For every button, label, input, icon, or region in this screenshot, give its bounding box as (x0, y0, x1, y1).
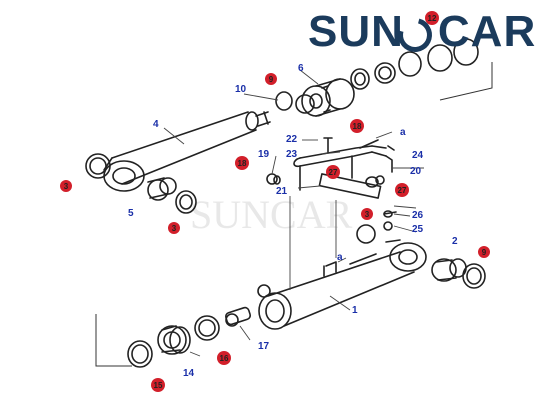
svg-text:18: 18 (353, 122, 362, 131)
label-5: 5 (128, 208, 134, 219)
label-23: 23 (286, 149, 298, 160)
logo-text-left: SUN (308, 7, 404, 56)
label-10: 10 (235, 84, 247, 95)
badge-3-left: 3 (60, 180, 72, 192)
label-24: 24 (412, 150, 424, 161)
svg-text:3: 3 (172, 224, 177, 233)
label-14: 14 (183, 368, 195, 379)
label-6: 6 (298, 63, 304, 74)
label-25: 25 (412, 224, 424, 235)
label-20: 20 (410, 166, 422, 177)
label-22: 22 (286, 134, 298, 145)
cylinder-head-part (224, 306, 252, 327)
label-a-bottom: a (337, 252, 343, 263)
ring-set-10 (275, 91, 315, 114)
label-26: 26 (412, 210, 424, 221)
rod-end-bushing (85, 153, 197, 214)
badge-9-right: 9 (478, 246, 490, 258)
label-19: 19 (258, 149, 270, 160)
leader-lines (163, 69, 424, 357)
badge-27-left: 27 (326, 165, 340, 179)
badge-27-right: 27 (395, 183, 409, 197)
part-number-labels: 4 5 6 10 22 23 19 21 24 20 26 25 2 1 17 … (128, 63, 458, 379)
badge-18-left: 18 (235, 156, 249, 170)
label-17: 17 (258, 341, 270, 352)
svg-text:9: 9 (482, 248, 487, 257)
label-2: 2 (452, 236, 458, 247)
brand-logo: SUN CAR (308, 10, 536, 54)
svg-text:15: 15 (154, 381, 163, 390)
seal-ring-group-top (350, 38, 479, 90)
gland-seal-set (127, 315, 220, 368)
svg-text:3: 3 (64, 182, 69, 191)
badge-15: 15 (151, 378, 165, 392)
seal-kit-badges: 3 3 3 9 9 12 15 16 18 18 27 27 (60, 11, 490, 392)
piping-assembly (266, 137, 395, 199)
svg-text:27: 27 (398, 186, 407, 195)
seal-ring-tube (356, 224, 376, 244)
svg-text:27: 27 (329, 168, 338, 177)
frame-line-top (439, 62, 493, 101)
badge-3-mid: 3 (168, 222, 180, 234)
badge-18-top: 18 (350, 119, 364, 133)
svg-text:12: 12 (428, 14, 437, 23)
frame-line-bottom (95, 314, 132, 367)
badge-9-top: 9 (265, 73, 277, 85)
svg-text:9: 9 (269, 75, 274, 84)
logo-text-right: CAR (437, 7, 537, 56)
svg-text:3: 3 (365, 210, 370, 219)
svg-text:16: 16 (220, 354, 229, 363)
svg-text:18: 18 (238, 159, 247, 168)
label-4: 4 (153, 119, 159, 130)
label-a-top: a (400, 127, 406, 138)
piston-rod-part (103, 111, 271, 192)
badge-3-tube: 3 (361, 208, 373, 220)
watermark: SUNCAR (190, 192, 353, 237)
bolt-set-25-26 (383, 210, 397, 231)
label-1: 1 (352, 305, 358, 316)
bushing-2-part (431, 258, 486, 289)
badge-16: 16 (217, 351, 231, 365)
label-21: 21 (276, 186, 288, 197)
piston-part (301, 78, 355, 117)
badge-12: 12 (425, 11, 439, 25)
